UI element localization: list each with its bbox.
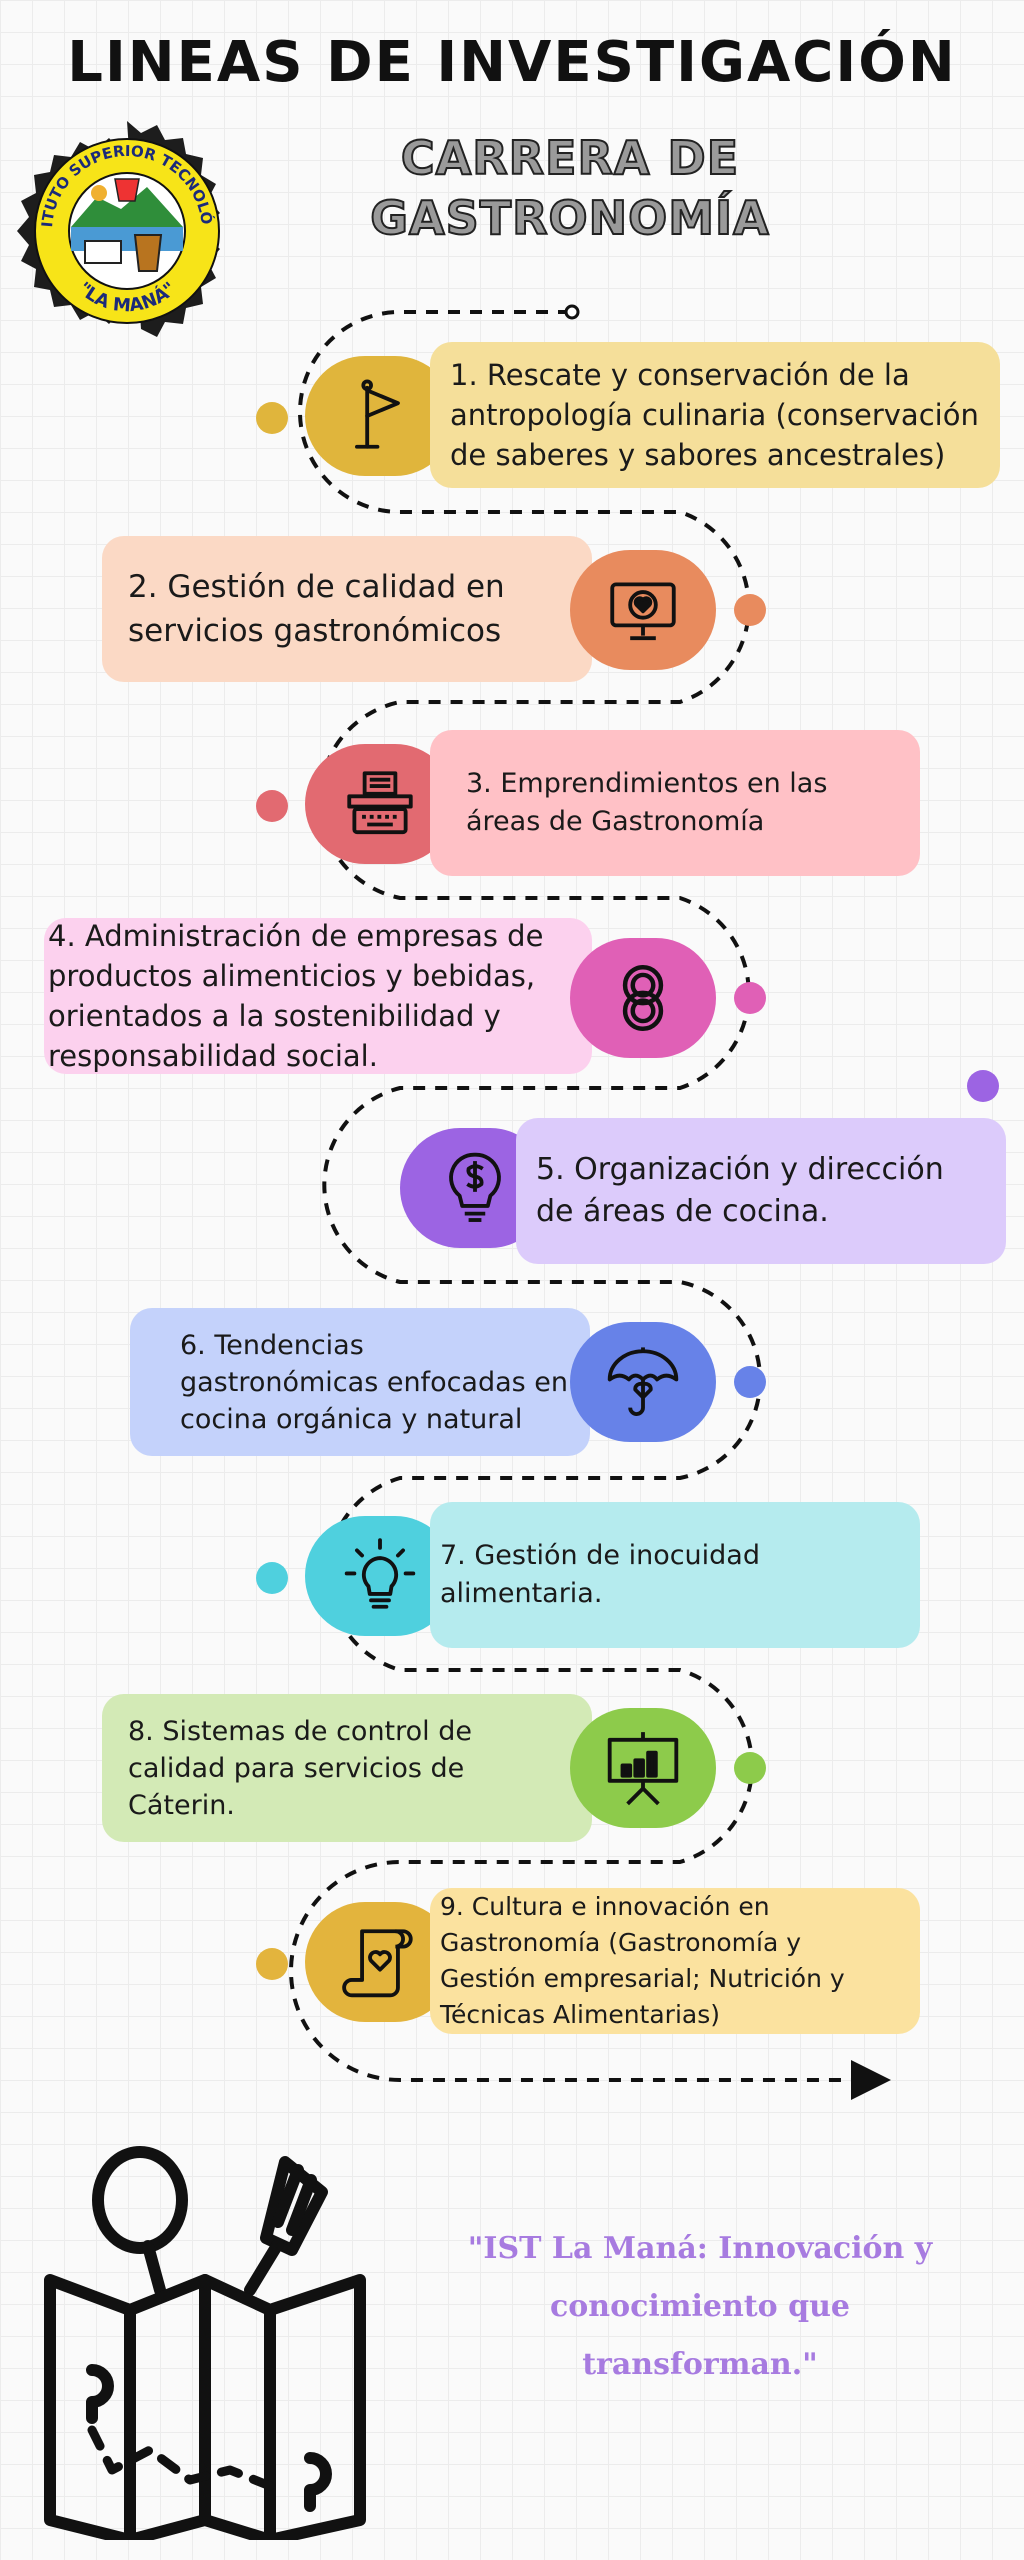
research-line-3-label: 3. Emprendimientos en las áreas de Gastr…: [466, 768, 828, 837]
scroll-heart-icon: [342, 1929, 413, 1998]
research-line-1-label: 1. Rescate y conservación de la antropol…: [450, 358, 979, 472]
bullet-dot-1: [256, 402, 288, 434]
icon-pill-6: [570, 1322, 716, 1442]
path-start-marker: [564, 304, 580, 320]
bullet-dot-2: [734, 594, 766, 626]
motto-line-1: "IST La Maná: Innovación y: [467, 2231, 933, 2266]
research-line-2: 2. Gestión de calidad en servicios gastr…: [102, 536, 592, 682]
research-line-9-label: 9. Cultura e innovación en Gastronomía (…: [440, 1892, 845, 2029]
bullet-dot-4: [734, 982, 766, 1014]
motto-line-3: transforman.": [582, 2347, 818, 2382]
research-line-6-label: 6. Tendencias gastronómicas enfocadas en…: [180, 1329, 569, 1435]
presentation-chart-icon: [607, 1732, 679, 1806]
institute-logo: INSTITUTO SUPERIOR TECNOLÓGICO "LA MANÁ": [17, 121, 220, 337]
page-subtitle: CARRERA DE GASTRONOMÍA: [320, 128, 820, 248]
bullet-dot-7: [256, 1562, 288, 1594]
research-line-7: 7. Gestión de inocuidad alimentaria.: [430, 1502, 920, 1648]
page-title: LINEAS DE INVESTIGACIÓN: [67, 30, 957, 95]
map-spoon-fork-icon: [44, 2146, 366, 2540]
bullet-dot-8: [734, 1752, 766, 1784]
research-line-8: 8. Sistemas de control de calidad para s…: [102, 1694, 592, 1842]
flag-icon: [355, 379, 400, 449]
research-line-6: 6. Tendencias gastronómicas enfocadas en…: [130, 1308, 590, 1456]
lightbulb-icon: [344, 1538, 416, 1609]
monitor-heart-icon: [610, 582, 676, 641]
lightbulb-dollar-icon: [449, 1152, 501, 1222]
icon-pill-8: [570, 1708, 716, 1828]
bullet-dot-6: [734, 1366, 766, 1398]
research-line-5: 5. Organización y dirección de áreas de …: [516, 1118, 1006, 1264]
bullet-dot-3: [256, 790, 288, 822]
motto-line-2: conocimiento que: [550, 2289, 850, 2324]
research-line-8-label: 8. Sistemas de control de calidad para s…: [128, 1715, 472, 1821]
icon-pill-4: [570, 938, 716, 1058]
subtitle-line-2: GASTRONOMÍA: [369, 190, 770, 246]
bullet-dot-5: [967, 1070, 999, 1102]
research-line-3: 3. Emprendimientos en las áreas de Gastr…: [430, 730, 920, 876]
research-line-1: 1. Rescate y conservación de la antropol…: [430, 342, 1000, 488]
motto-quote: "IST La Maná: Innovación y conocimiento …: [460, 2220, 940, 2394]
typewriter-icon: [347, 771, 413, 835]
subtitle-line-1: CARRERA DE: [400, 130, 740, 186]
research-line-5-label: 5. Organización y dirección de áreas de …: [536, 1152, 944, 1229]
research-line-4: 4. Administración de empresas de product…: [44, 918, 592, 1074]
umbrella-heart-icon: [607, 1347, 679, 1416]
research-line-4-label: 4. Administración de empresas de product…: [48, 919, 544, 1073]
research-line-7-label: 7. Gestión de inocuidad alimentaria.: [440, 1540, 760, 1609]
bullet-dot-9: [256, 1948, 288, 1980]
research-line-9: 9. Cultura e innovación en Gastronomía (…: [430, 1888, 920, 2034]
research-line-2-label: 2. Gestión de calidad en servicios gastr…: [128, 569, 505, 649]
icon-pill-2: [570, 550, 716, 670]
rings-icon: [622, 965, 664, 1031]
